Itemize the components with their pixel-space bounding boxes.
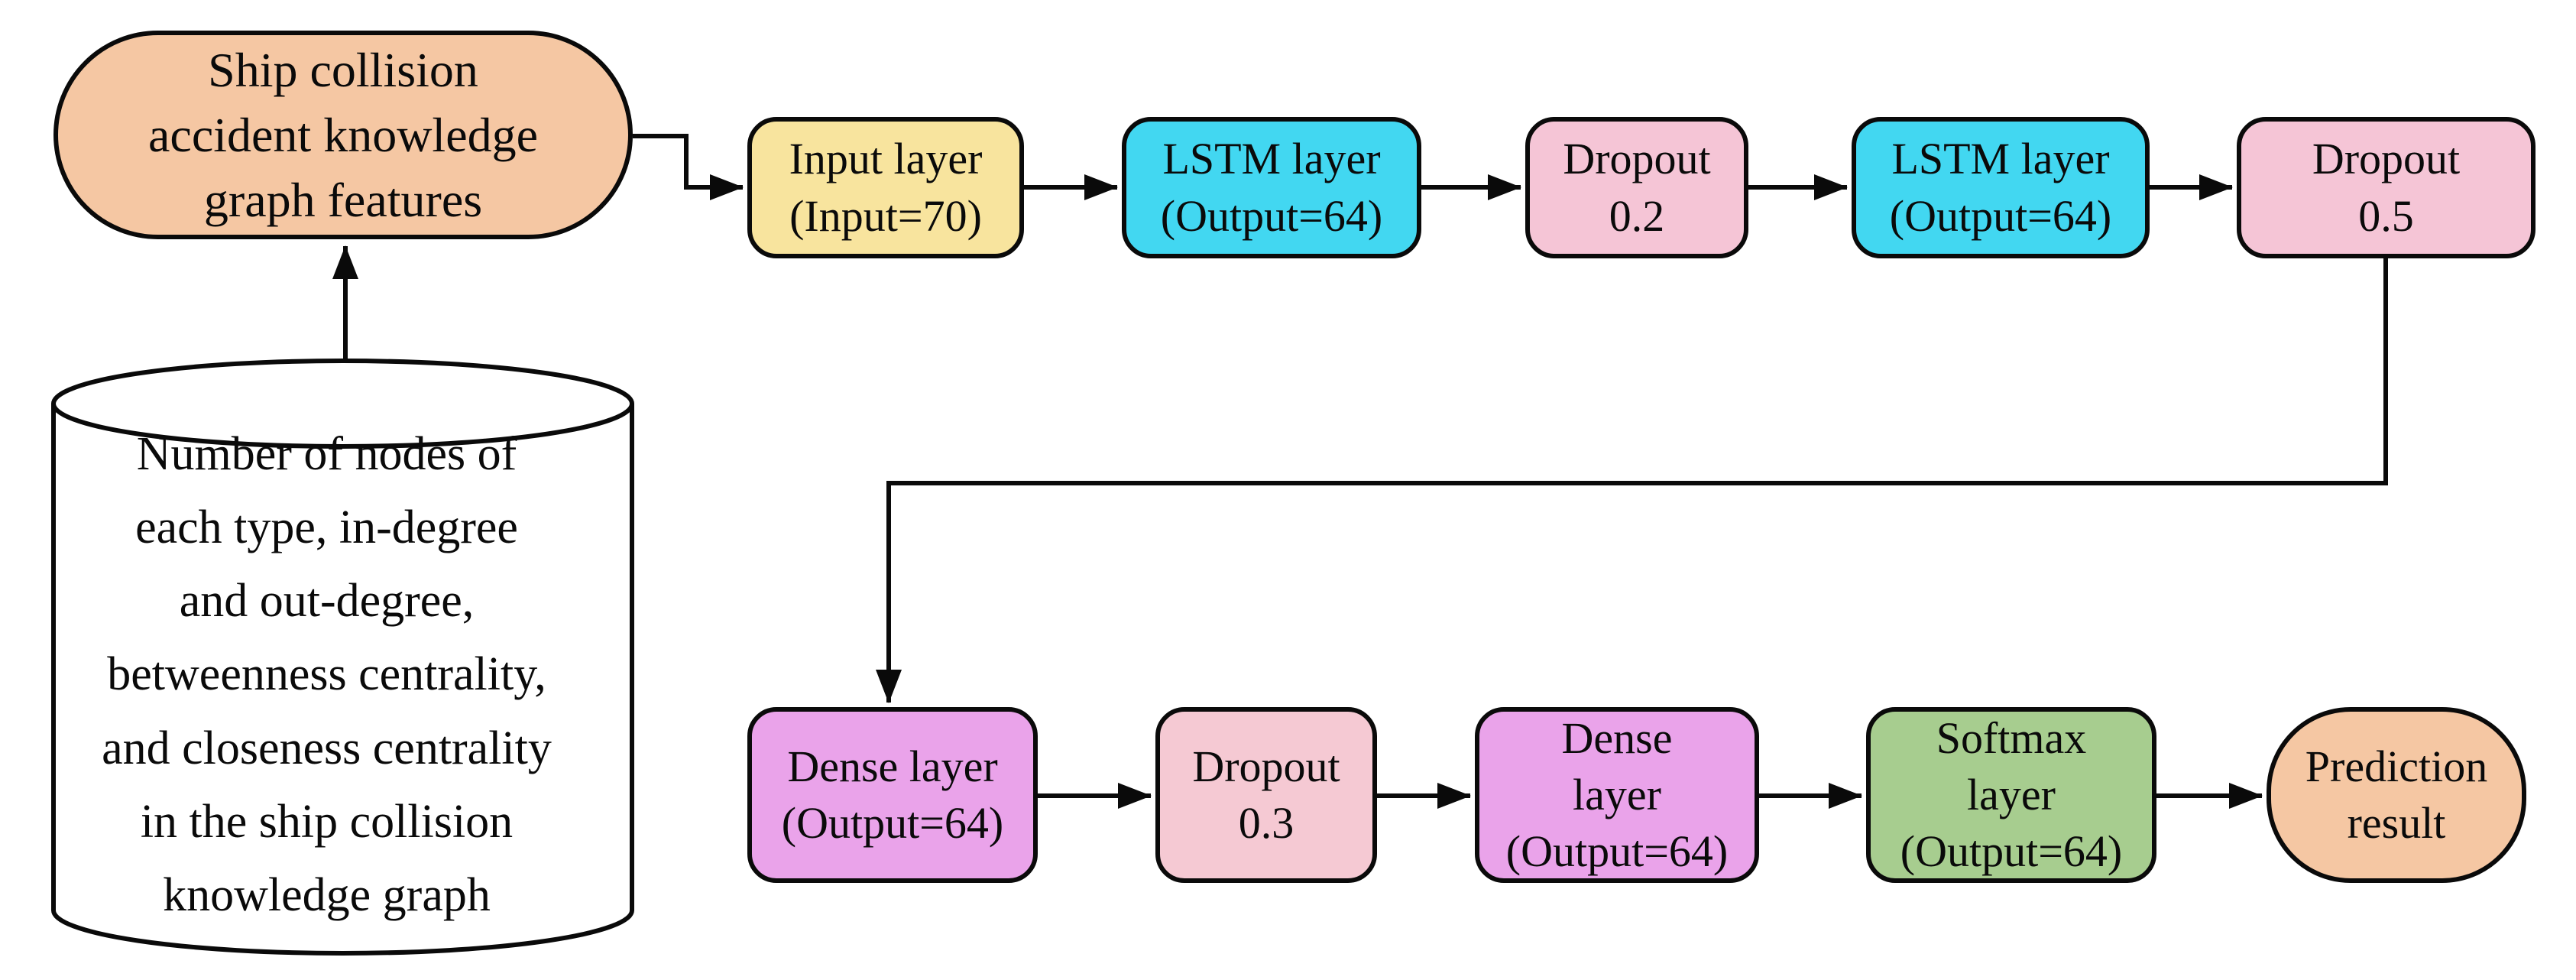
node-label-line: 0.3 (1238, 798, 1294, 848)
node-label-line: LSTM layer (1891, 134, 2110, 184)
node-label-line: (Output=64) (1160, 190, 1383, 241)
node-softmax-layer: Softmax layer (Output=64) (1866, 707, 2156, 883)
node-label-line: Prediction (2305, 741, 2488, 791)
node-label-line: result (2347, 798, 2446, 848)
node-label-line: betweenness centrality, (107, 648, 546, 701)
node-label-line: Dense layer (787, 741, 998, 791)
connector-features-to-input (633, 134, 744, 200)
node-label-line: Dropout (2312, 134, 2461, 184)
node-label-line: Dense (1561, 712, 1673, 763)
node-label-line: in the ship collision (140, 795, 514, 848)
node-dense-layer-2: Dense layer (Output=64) (1475, 707, 1759, 883)
node-prediction-result: Prediction result (2267, 707, 2526, 883)
node-ship-collision-features: Ship collision accident knowledge graph … (53, 31, 633, 239)
node-label-line: layer (1967, 769, 2056, 819)
node-label-line: 0.2 (1609, 190, 1665, 241)
node-dense-layer-1: Dense layer (Output=64) (747, 707, 1038, 883)
node-label-line: knowledge graph (163, 868, 491, 921)
node-label-line: (Output=64) (1900, 826, 2123, 877)
node-label-line: (Output=64) (781, 798, 1004, 848)
database-cylinder-shape (51, 359, 634, 956)
connector-dropout05-to-dense1 (876, 258, 2388, 703)
node-input-layer: Input layer (Input=70) (747, 117, 1024, 258)
node-lstm-layer-2: LSTM layer (Output=64) (1852, 117, 2150, 258)
node-dropout-05: Dropout 0.5 (2237, 117, 2535, 258)
node-label-line: LSTM layer (1162, 134, 1381, 184)
node-lstm-layer-1: LSTM layer (Output=64) (1122, 117, 1421, 258)
node-label-line: (Output=64) (1505, 826, 1729, 877)
node-label-line: Dropout (1192, 741, 1340, 791)
node-label-line: layer (1573, 769, 1661, 819)
node-label-line: and closeness centrality (102, 722, 552, 774)
node-label-line: each type, in-degree (135, 501, 518, 554)
node-label-line: graph features (203, 173, 483, 228)
node-label-line: Softmax (1936, 712, 2087, 763)
node-label-line: accident knowledge (148, 107, 538, 162)
node-label-line: Number of nodes of (136, 428, 517, 481)
node-dropout-02: Dropout 0.2 (1525, 117, 1748, 258)
node-label-line: Ship collision (208, 42, 478, 97)
node-label-line: and out-degree, (179, 575, 475, 628)
node-label-line: (Output=64) (1889, 190, 2112, 241)
node-dropout-03: Dropout 0.3 (1155, 707, 1377, 883)
database-cylinder-label: Number of nodes of each type, in-degree … (65, 424, 588, 925)
node-label-line: (Input=70) (789, 190, 982, 241)
node-label-line: Dropout (1563, 134, 1711, 184)
node-label-line: Input layer (789, 134, 983, 184)
node-label-line: 0.5 (2358, 190, 2414, 241)
